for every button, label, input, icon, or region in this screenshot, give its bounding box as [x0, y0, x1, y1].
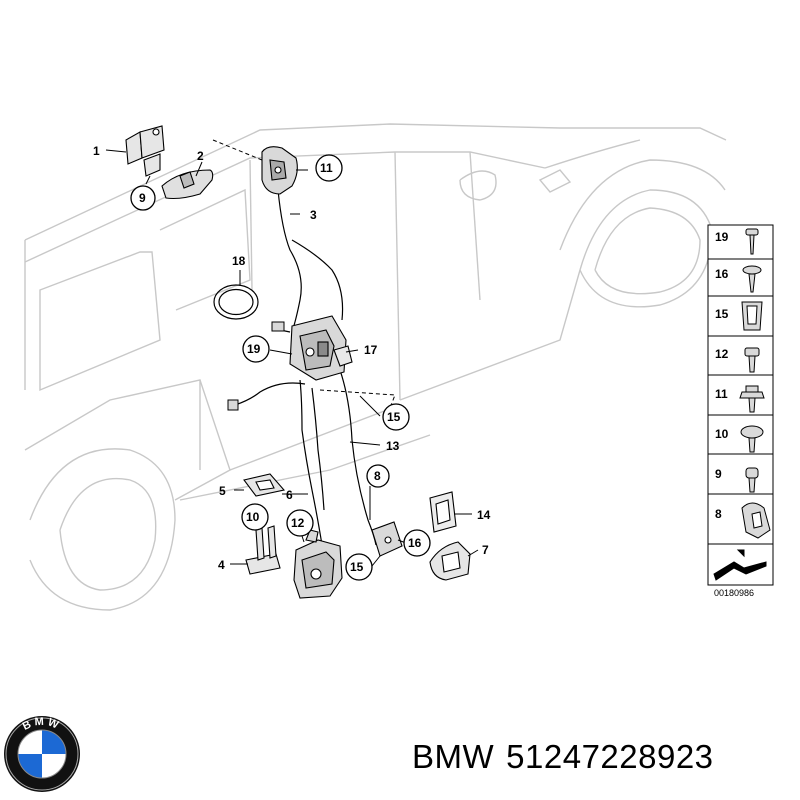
- bolt-9-icon: [745, 467, 759, 493]
- callout-13: 13: [386, 439, 400, 453]
- nut-15-icon: [741, 301, 763, 331]
- callout-19: 19: [247, 342, 261, 356]
- legend-item-8: 8: [715, 507, 722, 521]
- legend-item-12: 12: [715, 347, 729, 361]
- legend-item-10: 10: [715, 427, 729, 441]
- callout-circles: [130, 154, 431, 581]
- callout-5: 5: [219, 484, 226, 498]
- callout-14: 14: [477, 508, 491, 522]
- callout-6: 6: [286, 488, 293, 502]
- figure-number: 00180986: [714, 588, 754, 598]
- callout-16: 16: [408, 536, 422, 550]
- part-caption: BMW 51247228923: [412, 738, 714, 776]
- callout-18: 18: [232, 254, 246, 268]
- wire-connector: [227, 399, 239, 411]
- part-2-outer-handle: [161, 169, 214, 200]
- dashed-leaders: [212, 139, 396, 409]
- callout-1: 1: [93, 144, 100, 158]
- part-number: 51247228923: [506, 738, 714, 775]
- legend-item-15: 15: [715, 307, 729, 321]
- screw-16-icon: [742, 265, 762, 293]
- callout-2: 2: [197, 149, 204, 163]
- part-11-latch: [261, 146, 298, 195]
- part-5-plate: [243, 473, 286, 497]
- callout-11: 11: [320, 161, 333, 175]
- callout-8: 8: [374, 469, 381, 483]
- bolt-11-icon: [739, 385, 765, 413]
- part-4-striker: [245, 525, 281, 575]
- bolt-12-icon: [744, 347, 760, 373]
- leader-lines: [105, 149, 479, 567]
- callout-12: 12: [291, 516, 305, 530]
- callout-3: 3: [310, 208, 317, 222]
- svg-text:BMW: BMW: [21, 716, 63, 733]
- legend-item-9: 9: [715, 467, 722, 481]
- clip-8-icon: [741, 502, 771, 539]
- fastener-legend: 19 16 15 12 11 10 9 8: [707, 224, 774, 598]
- part-16-latch: [371, 521, 403, 557]
- callout-15-upper: 15: [387, 410, 401, 424]
- part-14-plate: [429, 491, 457, 533]
- part-17-lock-assembly: [289, 315, 353, 381]
- part-12-lower-lock: [293, 529, 343, 599]
- bmw-logo: BMW: [4, 716, 80, 792]
- bolt-10-icon: [740, 425, 764, 453]
- callout-17: 17: [364, 343, 378, 357]
- part-7-cover: [429, 541, 471, 581]
- part-1-bracket: [125, 125, 165, 177]
- legend-item-11: 11: [715, 387, 728, 401]
- callout-10: 10: [246, 510, 260, 524]
- callout-4: 4: [218, 558, 225, 572]
- logo-text: BMW: [21, 716, 60, 733]
- callout-9: 9: [139, 191, 146, 205]
- callout-labels: 1 2 9 11 3 18 19 17 15 13 8 5 6 10 12 14…: [93, 144, 491, 574]
- wedge-icon: [713, 549, 767, 581]
- legend-item-16: 16: [715, 267, 729, 281]
- callout-15-lower: 15: [350, 560, 364, 574]
- brand-name: BMW: [412, 738, 495, 775]
- part-18-ring: [213, 284, 259, 320]
- legend-item-19: 19: [715, 230, 729, 244]
- callout-7: 7: [482, 543, 489, 557]
- screw-19-icon: [745, 228, 759, 255]
- part-18-connector: [271, 321, 285, 332]
